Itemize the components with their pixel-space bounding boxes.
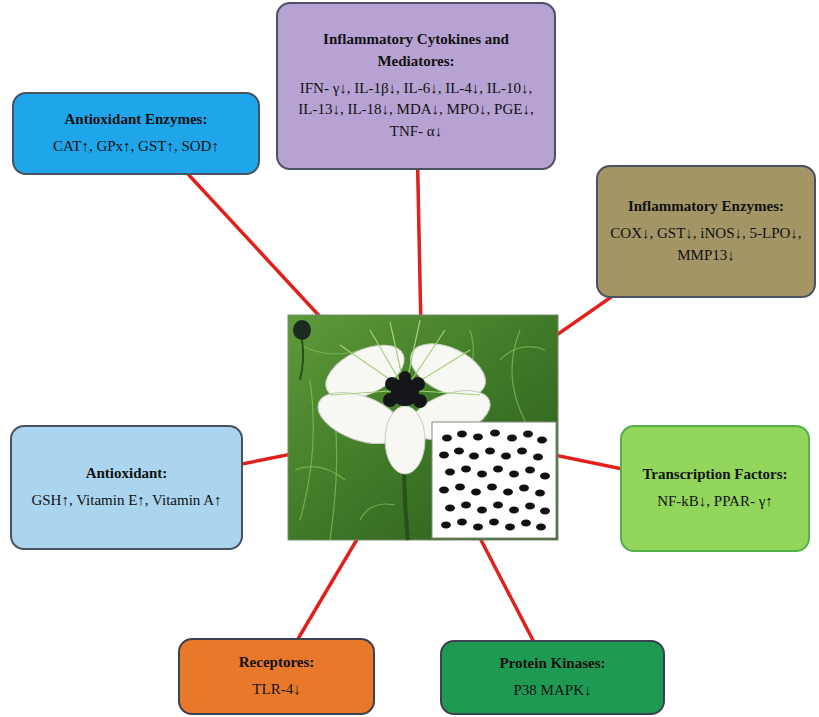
seed-inset (503, 489, 513, 496)
seed-inset (536, 524, 546, 531)
flower-centre (413, 394, 427, 408)
seed-inset (509, 471, 519, 478)
box-body: CAT↑, GPx↑, GST↑, SOD↑ (53, 136, 219, 158)
seed-inset (469, 453, 479, 460)
photo-background (300, 380, 313, 520)
flower-bracts (340, 345, 405, 390)
box-body: COX↓, GST↓, iNOS↓, 5-LPO↓, MMP13↓ (610, 223, 802, 267)
flower-centre (383, 393, 397, 407)
box-heading: Antioxidant: (86, 463, 168, 485)
antioxidant-box: Antioxidant: GSH↑, Vitamin E↑, Vitamin A↑ (10, 425, 243, 550)
photo-background (360, 504, 395, 520)
flower-bracts (405, 350, 470, 390)
seed-inset (455, 484, 465, 491)
seed-inset (442, 435, 452, 442)
protein-kinase-box: Protein Kinases: P38 MAPK↓ (440, 640, 665, 715)
seed-inset (477, 507, 487, 514)
seed-inset (432, 422, 556, 538)
photo-background (500, 347, 545, 360)
box-heading: Protein Kinases: (500, 653, 606, 675)
seed-inset (432, 422, 556, 538)
seed-inset (505, 524, 515, 531)
box-heading: Inflammatory Cytokines and Mediatores: (290, 29, 542, 73)
photo-background (288, 315, 558, 540)
flower-bud (300, 340, 303, 380)
receptor-box: Receptores: TLR-4↓ (178, 638, 375, 715)
red-line (150, 133, 423, 428)
box-body: GSH↑, Vitamin E↑, Vitamin A↑ (31, 490, 221, 512)
seed-inset (461, 502, 471, 509)
seed-inset (525, 467, 535, 474)
photo-background (295, 467, 345, 480)
seed-inset (509, 507, 519, 514)
flower-centre (383, 371, 427, 408)
seed-inset (439, 430, 550, 531)
seed-inset (517, 448, 527, 455)
seed-inset (471, 489, 481, 496)
seed-inset (493, 502, 503, 509)
seed-inset (454, 448, 464, 455)
seed-inset (477, 471, 487, 478)
seed-inset (501, 453, 511, 460)
seed-inset (473, 434, 483, 441)
seed-inset (473, 524, 483, 531)
photo-background (288, 315, 558, 540)
seed-inset (445, 469, 455, 476)
seed-inset (493, 466, 503, 473)
seed-inset (521, 520, 531, 527)
box-body: P38 MAPK↓ (514, 680, 592, 702)
seed-inset (439, 487, 449, 494)
box-heading: Receptores: (239, 652, 315, 674)
transcription-factor-box: Transcription Factors: NF-kB↓, PPAR- γ↑ (620, 425, 810, 552)
seed-inset (457, 519, 467, 526)
seed-inset (439, 452, 449, 459)
flower-bud (293, 320, 311, 380)
flower-centre (385, 377, 399, 391)
seed-inset (540, 473, 550, 480)
seed-inset (490, 430, 500, 437)
photo-background (512, 330, 530, 430)
seed-inset (441, 522, 451, 529)
box-heading: Transcription Factors: (642, 464, 787, 486)
antioxidant-enzyme-box: Antioxidant Enzymes: CAT↑, GPx↑, GST↑, SO… (12, 92, 260, 175)
photo-background (330, 420, 337, 540)
flower-centre (399, 371, 411, 383)
seed-inset (525, 503, 535, 510)
cytokine-box: Inflammatory Cytokines and Mediatores: IF… (276, 2, 556, 170)
seed-inset (487, 484, 497, 491)
box-body: NF-kB↓, PPAR- γ↑ (657, 491, 773, 513)
seed-inset (537, 437, 547, 444)
flower-petals (385, 406, 425, 474)
seed-inset (485, 448, 495, 455)
inflammatory-enzyme-box: Inflammatory Enzymes: COX↓, GST↓, iNOS↓, … (596, 165, 816, 298)
seed-inset (540, 508, 550, 515)
box-body: TLR-4↓ (252, 679, 300, 701)
seed-inset (461, 466, 471, 473)
seed-inset (445, 505, 455, 512)
seed-inset (533, 454, 543, 461)
flower-bud (293, 320, 311, 340)
seed-inset (507, 435, 517, 442)
seed-inset (457, 431, 467, 438)
seed-inset (489, 519, 499, 526)
box-heading: Inflammatory Enzymes: (628, 196, 784, 218)
seed-inset (519, 485, 529, 492)
flower-centre (411, 377, 425, 391)
box-heading: Antioxidant Enzymes: (65, 109, 208, 131)
box-body: IFN- γ↓, IL-1β↓, IL-6↓, IL-4↓, IL-10↓, I… (290, 78, 542, 143)
seed-inset (523, 431, 533, 438)
seed-inset (535, 490, 545, 497)
